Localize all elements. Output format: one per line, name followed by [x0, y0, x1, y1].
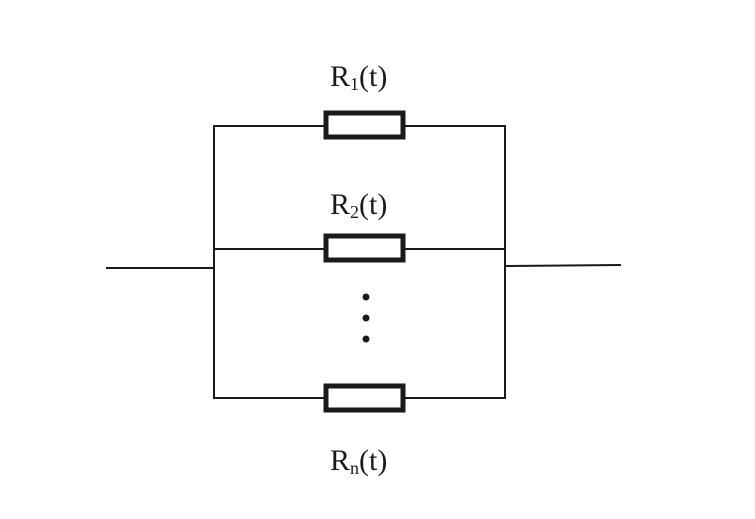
resistor-n-letter: R	[330, 444, 351, 477]
resistor-n	[323, 383, 406, 413]
resistor-2-argument: (t)	[359, 188, 388, 221]
resistor-n-label: Rn(t)	[330, 444, 388, 478]
resistor-n-argument: (t)	[359, 444, 388, 477]
resistor-1-subscript: 1	[350, 74, 360, 94]
resistor-2-subscript: 2	[350, 202, 360, 222]
vertical-ellipsis-icon	[362, 293, 370, 343]
resistor-1-letter: R	[330, 60, 351, 93]
resistor-1-argument: (t)	[359, 60, 388, 93]
resistor-1	[323, 110, 406, 140]
resistor-2	[323, 233, 406, 263]
resistor-n-subscript: n	[350, 458, 360, 478]
resistor-2-letter: R	[330, 188, 351, 221]
resistor-1-label: R1(t)	[330, 60, 388, 94]
resistor-2-label: R2(t)	[330, 188, 388, 222]
output-lead-wire	[503, 263, 622, 268]
